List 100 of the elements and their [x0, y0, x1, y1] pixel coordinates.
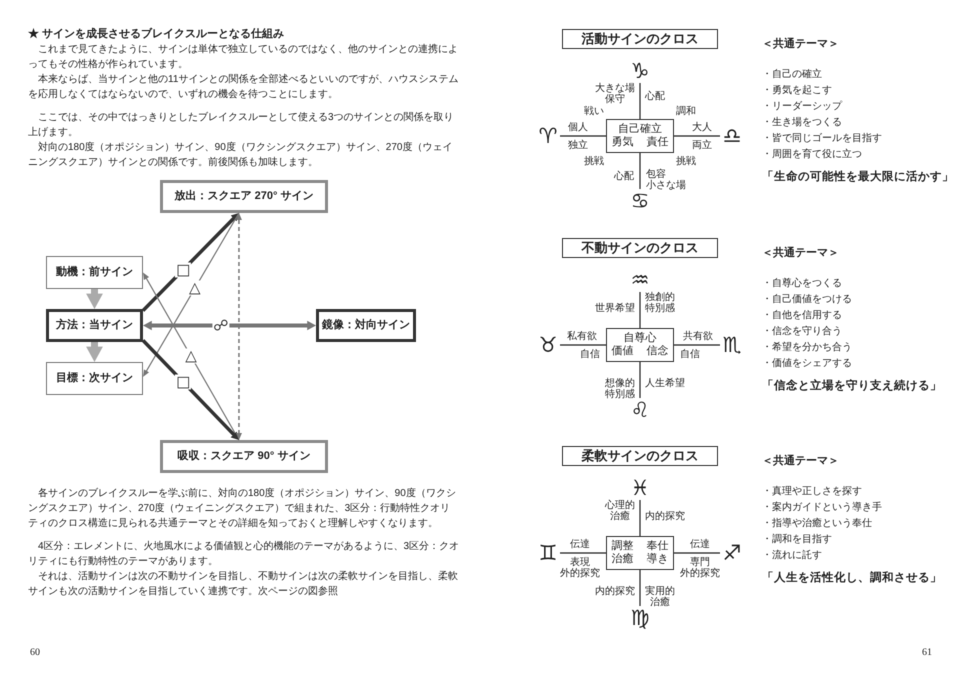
bullet-item: ・皆で同じゴールを目指す: [762, 133, 882, 145]
arrow: [143, 320, 316, 330]
keyword-label: 特別感: [645, 303, 675, 314]
arrow: [86, 289, 103, 309]
theme-quote: 「人生を活性化し、調和させる」: [762, 570, 942, 586]
theme-quote: 「信念と立場を守り支え続ける」: [762, 378, 942, 394]
bullet-item: ・自己の確立: [762, 69, 822, 81]
label-box: 吸収：スクエア 90° サイン: [160, 440, 328, 473]
center-box: [606, 119, 674, 153]
keyword-label: 表現: [570, 557, 590, 568]
keyword: 責任: [646, 136, 668, 149]
keyword-label: 伝達: [570, 539, 590, 550]
keyword: 勇気: [612, 136, 634, 149]
bullet-item: ・価値をシェアする: [762, 358, 852, 370]
zodiac-symbol: ♒: [628, 268, 652, 292]
keyword-label: 伝達: [690, 539, 710, 550]
paragraph: これまで見てきたように、サインは単体で独立しているのではなく、他のサインとの連携によってもその性格が作られています。: [28, 42, 459, 72]
connector-line: [560, 344, 606, 346]
arrow: [143, 272, 240, 440]
keyword-label: 個人: [568, 122, 588, 133]
paragraph: それは、活動サインは次の不動サインを目指し、不動サインは次の柔軟サインを目指し、柔軟サインも次の活動サインを目指していく連携です。次ページの図参照: [28, 570, 459, 599]
zodiac-symbol: ♊: [536, 541, 560, 565]
connector-line: [639, 362, 641, 398]
keyword: 価値: [612, 345, 634, 358]
connector-line: [639, 500, 641, 536]
label-box: 目標：次サイン: [46, 362, 143, 395]
keyword-label: 大人: [692, 122, 712, 133]
zodiac-symbol: ♋: [628, 189, 652, 213]
bullet-item: ・流れに託す: [762, 550, 822, 562]
edge-label: □: [175, 262, 192, 278]
keyword: 自尊心: [624, 332, 656, 345]
keyword: 導き: [646, 553, 668, 566]
keyword-label: 治癒: [610, 511, 630, 522]
theme-heading: ＜共通テーマ＞: [762, 36, 839, 52]
keyword: 自己確立: [618, 123, 662, 136]
bullet-item: ・真理や正しさを探す: [762, 486, 862, 498]
title-box: 不動サインのクロス: [562, 238, 718, 258]
keyword-label: 私有欲: [567, 331, 597, 342]
edge-label: △: [188, 280, 202, 296]
center-box: [606, 328, 674, 362]
label-box: 放出：スクエア 270° サイン: [160, 180, 328, 213]
keyword-label: 人生希望: [645, 378, 685, 389]
bullet-item: ・自己価値をつける: [762, 294, 852, 306]
connector-line: [674, 135, 720, 137]
zodiac-symbol: ♏: [720, 333, 744, 357]
bullet-item: ・自他を信用する: [762, 310, 842, 322]
bullet-item: ・勇気を起こす: [762, 85, 832, 97]
bullet-item: ・周囲を育て役に立つ: [762, 149, 862, 161]
title-box: 活動サインのクロス: [562, 29, 718, 49]
connector-line: [639, 570, 641, 606]
connector-line: [674, 344, 720, 346]
keyword-label: 内的探究: [595, 586, 635, 597]
keyword: 奉仕: [646, 540, 668, 552]
bullet-item: ・案内ガイドという導き手: [762, 502, 882, 514]
arrow: [142, 213, 239, 312]
keyword-label: 独立: [568, 140, 588, 151]
keyword-label: 戦い: [584, 106, 604, 117]
keyword-label: 独創的: [645, 292, 675, 303]
title-box: 柔軟サインのクロス: [562, 446, 718, 466]
zodiac-symbol: ♑: [628, 59, 652, 83]
paragraph: 対向の180度（オポジション）サイン、90度（ワクシングスクエア）サイン、270度（ウェイニングスクエア）サインとの関係です。前後関係も加味します。: [28, 140, 454, 170]
keyword: 信念: [646, 345, 668, 358]
bullet-item: ・指導や治癒という奉仕: [762, 518, 872, 530]
keyword-label: 大きな場: [595, 83, 635, 94]
arrow: [236, 213, 242, 440]
label-box: 動機：前サイン: [46, 256, 143, 289]
connector-line: [639, 153, 641, 189]
keyword-label: 想像的: [605, 378, 635, 389]
keyword-label: 自信: [680, 349, 700, 360]
connector-line: [674, 552, 720, 554]
keyword-label: 内的探究: [645, 511, 685, 522]
zodiac-symbol: ♍: [628, 606, 652, 630]
keyword-label: 治癒: [650, 597, 670, 608]
zodiac-symbol: ♐: [720, 541, 744, 565]
keyword-label: 世界希望: [595, 303, 635, 314]
keyword-label: 調和: [676, 106, 696, 117]
zodiac-symbol: ♎: [720, 124, 744, 148]
zodiac-symbol: ♓: [628, 476, 652, 500]
bullet-item: ・希望を分かち合う: [762, 342, 852, 354]
connector-line: [639, 292, 641, 328]
label-box: 鏡像：対向サイン: [316, 309, 416, 342]
label-box: 方法：当サイン: [46, 309, 143, 342]
bullet-item: ・調和を目指す: [762, 534, 832, 546]
keyword-label: 小さな場: [646, 180, 686, 191]
keyword-label: 両立: [692, 140, 712, 151]
keyword-label: 外的探究: [680, 568, 720, 579]
bullet-item: ・自尊心をつくる: [762, 278, 842, 290]
zodiac-symbol: ♌: [628, 398, 652, 422]
keyword-label: 外的探究: [560, 568, 600, 579]
keyword-label: 心理的: [605, 500, 635, 511]
theme-quote: 「生命の可能性を最大限に活かす」: [762, 169, 954, 185]
theme-heading: ＜共通テーマ＞: [762, 454, 839, 469]
center-box: [606, 536, 674, 570]
paragraph: 本来ならば、当サインと他の11サインとの関係を全部述べるといいのですが、ハウスシステムを応用しなくてはならないので、いずれの機会を待つことにします。: [28, 72, 460, 102]
keyword-label: 専門: [690, 557, 710, 568]
theme-heading: ＜共通テーマ＞: [762, 246, 839, 261]
arrow: [143, 212, 240, 377]
keyword-label: 特別感: [605, 389, 635, 400]
keyword-label: 共有欲: [683, 331, 713, 342]
arrow: [86, 342, 103, 362]
